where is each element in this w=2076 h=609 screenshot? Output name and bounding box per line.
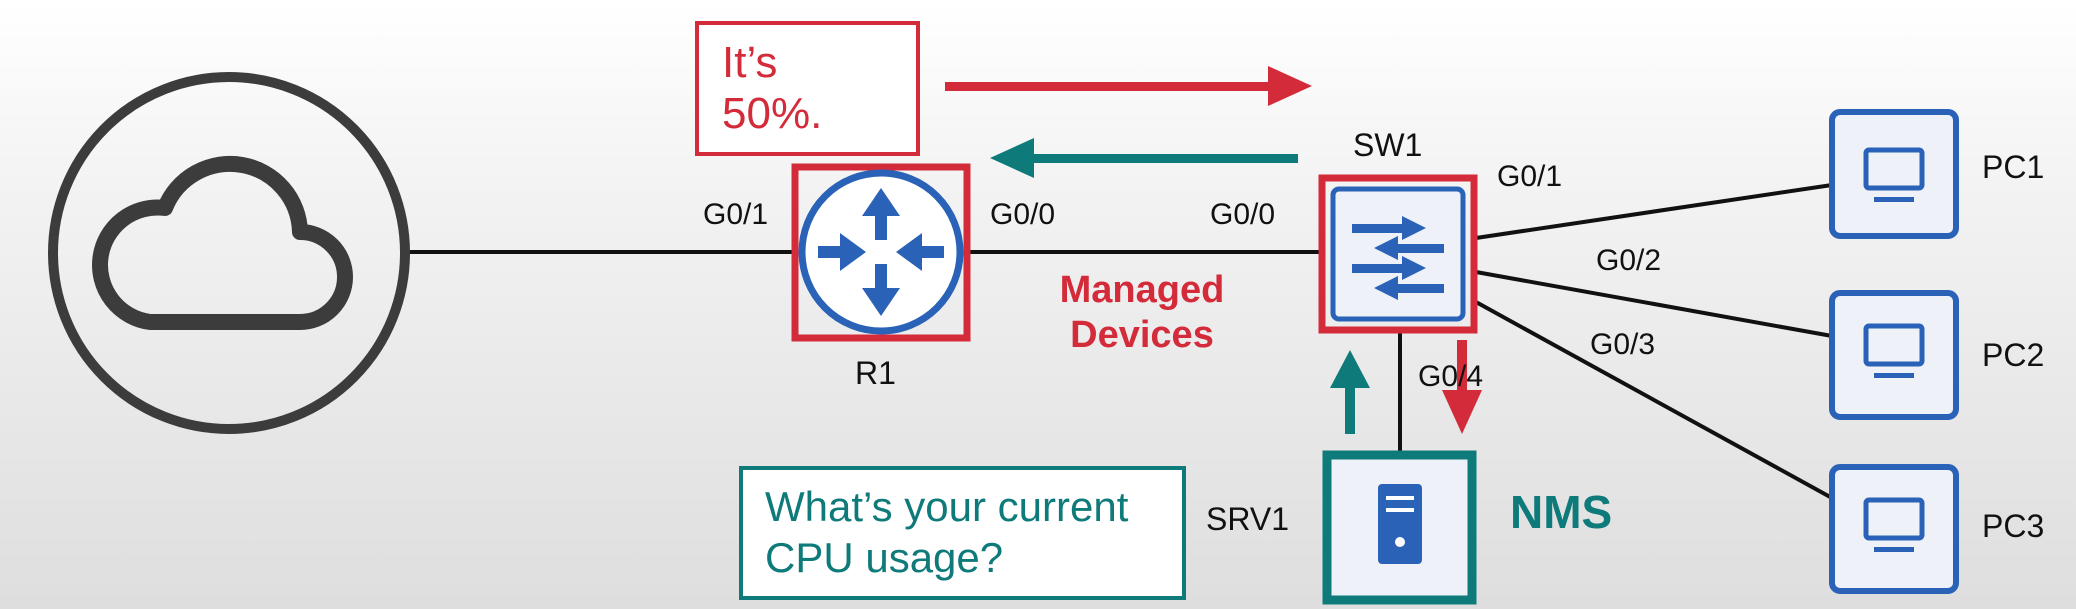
pc-1[interactable] <box>1829 109 1959 239</box>
device-label-pc3: PC3 <box>1982 508 2044 544</box>
device-label-sw1: SW1 <box>1353 127 1422 163</box>
link-sw1-pc3 <box>1475 300 1833 500</box>
response-text-line2: 50%. <box>722 89 822 138</box>
switch-highlight-box <box>1318 174 1478 334</box>
link-sw1-pc1 <box>1475 183 1833 240</box>
response-arrow <box>945 66 1312 106</box>
monitor-icon <box>1863 147 1925 191</box>
port-label-sw1-g01: G0/1 <box>1497 160 1562 193</box>
response-down-arrow <box>1442 340 1482 434</box>
nms-label: NMS <box>1510 486 1612 538</box>
switch-sw1[interactable] <box>1318 174 1478 334</box>
device-label-pc1: PC1 <box>1982 149 2044 185</box>
switch-arrows <box>1352 216 1444 300</box>
managed-devices-line2: Devices <box>1070 314 1214 356</box>
port-label-sw1-g00: G0/0 <box>1210 198 1275 231</box>
managed-devices-line1: Managed <box>1060 269 1225 311</box>
request-text-line2: CPU usage? <box>765 534 1003 581</box>
response-text-line1: It’s <box>722 38 777 87</box>
pc-box <box>1829 109 1959 239</box>
response-bubble: It’s 50%. <box>695 21 920 156</box>
request-bubble-box <box>739 466 1186 600</box>
port-label-sw1-g02: G0/2 <box>1596 244 1661 277</box>
cloud-circle <box>48 72 410 434</box>
response-bubble-box <box>695 21 920 156</box>
request-text-line1: What’s your current <box>765 483 1129 530</box>
pc-box <box>1829 464 1959 594</box>
request-arrow <box>990 138 1298 178</box>
router-highlight-box <box>791 163 971 342</box>
server-srv1[interactable] <box>1322 450 1477 605</box>
router-r1[interactable] <box>791 163 971 342</box>
device-label-pc2: PC2 <box>1982 337 2044 373</box>
port-label-sw1-g03: G0/3 <box>1590 328 1655 361</box>
router-icon <box>798 169 964 335</box>
link-sw1-pc2 <box>1475 270 1833 338</box>
request-up-arrow <box>1330 350 1370 434</box>
server-icon <box>1378 484 1422 564</box>
router-arrows <box>818 188 944 316</box>
device-label-srv1: SRV1 <box>1206 501 1289 537</box>
port-label-sw1-g04: G0/4 <box>1418 360 1483 393</box>
port-label-r1-g00: G0/0 <box>990 198 1055 231</box>
pc-box <box>1829 290 1959 420</box>
monitor-icon <box>1863 497 1925 541</box>
request-bubble: What’s your current CPU usage? <box>739 466 1186 600</box>
links <box>408 183 1833 500</box>
pc-3[interactable] <box>1829 464 1959 594</box>
pc-2[interactable] <box>1829 290 1959 420</box>
cloud-icon <box>92 155 353 330</box>
port-label-r1-g01: G0/1 <box>703 198 768 231</box>
internet-cloud <box>48 72 410 434</box>
device-label-r1: R1 <box>855 355 896 391</box>
monitor-icon <box>1863 323 1925 367</box>
